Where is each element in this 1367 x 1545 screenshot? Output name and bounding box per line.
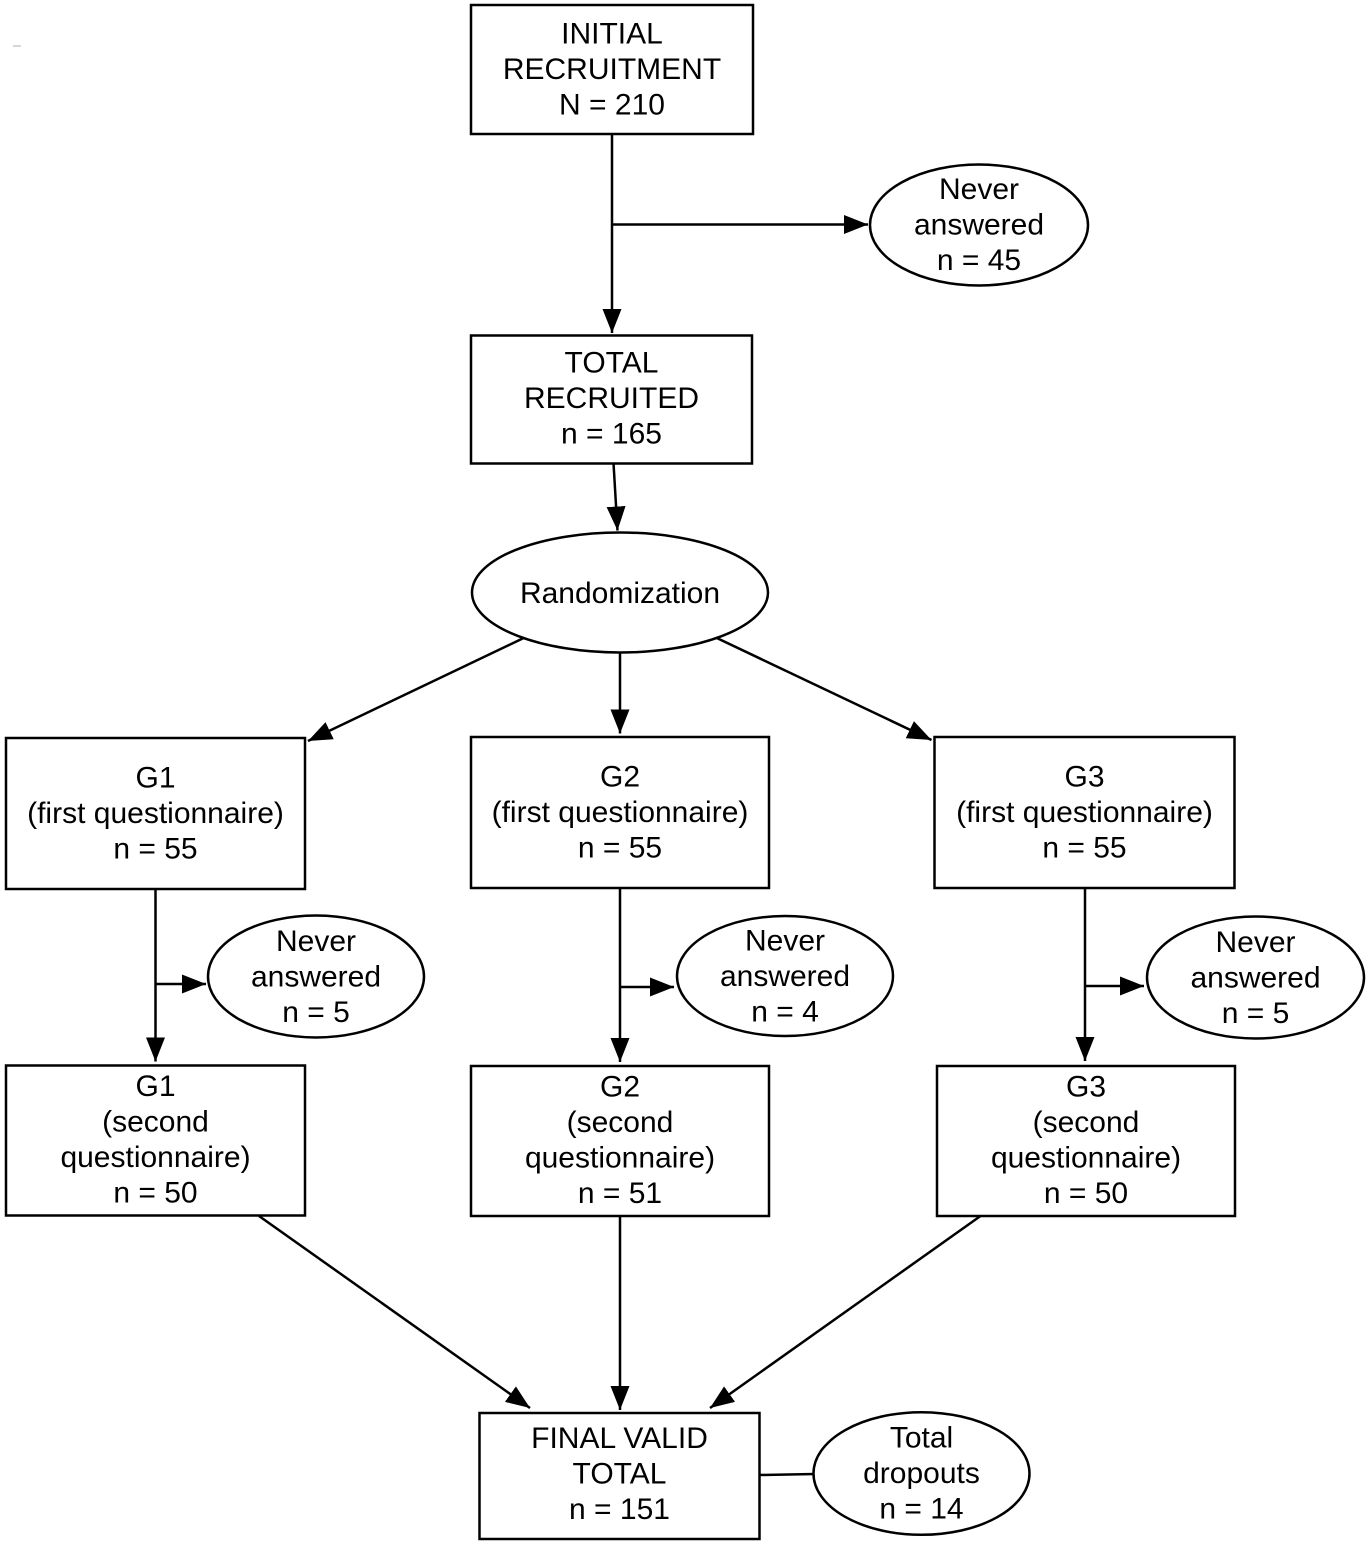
svg-text:n = 55: n = 55 — [1042, 832, 1126, 865]
svg-text:G1: G1 — [135, 762, 175, 795]
svg-text:G3: G3 — [1064, 761, 1104, 794]
svg-text:n = 151: n = 151 — [569, 1493, 670, 1526]
svg-text:n = 55: n = 55 — [113, 833, 197, 866]
svg-text:RECRUITMENT: RECRUITMENT — [503, 53, 721, 86]
svg-text:answered: answered — [251, 961, 381, 994]
svg-text:(second: (second — [1033, 1106, 1140, 1139]
svg-text:Total: Total — [890, 1422, 953, 1455]
svg-text:n = 50: n = 50 — [1044, 1177, 1128, 1210]
svg-text:n = 14: n = 14 — [879, 1493, 963, 1526]
svg-text:(first questionnaire): (first questionnaire) — [492, 796, 749, 829]
svg-text:G2: G2 — [600, 761, 640, 794]
svg-text:questionnaire): questionnaire) — [60, 1141, 250, 1174]
svg-text:n = 5: n = 5 — [282, 996, 350, 1029]
svg-text:FINAL VALID: FINAL VALID — [531, 1422, 708, 1455]
svg-text:dropouts: dropouts — [863, 1457, 980, 1490]
svg-text:Randomization: Randomization — [520, 577, 720, 610]
svg-text:TOTAL: TOTAL — [573, 1458, 667, 1491]
svg-text:Never: Never — [276, 925, 356, 958]
svg-text:Never: Never — [745, 925, 825, 958]
svg-text:(first questionnaire): (first questionnaire) — [27, 797, 284, 830]
svg-text:n = 45: n = 45 — [937, 244, 1021, 277]
svg-text:n = 50: n = 50 — [113, 1177, 197, 1210]
svg-text:(second: (second — [102, 1106, 209, 1139]
svg-text:Never: Never — [939, 173, 1019, 206]
svg-text:TOTAL: TOTAL — [565, 347, 659, 380]
svg-text:answered: answered — [720, 960, 850, 993]
svg-text:n = 5: n = 5 — [1222, 997, 1290, 1030]
svg-text:INITIAL: INITIAL — [561, 17, 663, 50]
svg-text:G3: G3 — [1066, 1071, 1106, 1104]
svg-text:answered: answered — [1190, 962, 1320, 995]
svg-text:RECRUITED: RECRUITED — [524, 382, 699, 415]
svg-text:questionnaire): questionnaire) — [991, 1142, 1181, 1175]
svg-text:(first questionnaire): (first questionnaire) — [956, 796, 1213, 829]
svg-text:n = 4: n = 4 — [751, 996, 819, 1029]
svg-text:n = 165: n = 165 — [561, 418, 662, 451]
svg-text:G1: G1 — [135, 1070, 175, 1103]
svg-text:N = 210: N = 210 — [559, 88, 665, 121]
svg-text:n = 55: n = 55 — [578, 832, 662, 865]
svg-text:questionnaire): questionnaire) — [525, 1142, 715, 1175]
svg-text:Never: Never — [1215, 926, 1295, 959]
svg-text:G2: G2 — [600, 1071, 640, 1104]
svg-text:(second: (second — [567, 1106, 674, 1139]
svg-text:answered: answered — [914, 209, 1044, 242]
svg-text:n = 51: n = 51 — [578, 1177, 662, 1210]
